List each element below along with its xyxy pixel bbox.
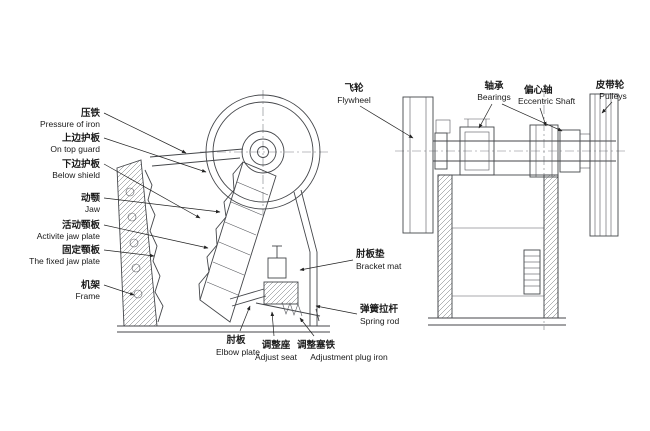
label-movable-jaw-plate-en: Activite jaw plate [37, 231, 101, 241]
left-view [116, 90, 330, 333]
label-below-shield: 下边护板 Below shield [52, 158, 100, 180]
label-top-guard: 上边护板 On top guard [50, 132, 100, 154]
label-elbow-plate-zh: 肘板 [226, 334, 246, 346]
label-elbow-plate: 肘板 Elbow plate [216, 334, 260, 357]
right-view [395, 88, 628, 330]
label-bearings-en: Bearings [477, 92, 511, 102]
bolt-ladder [523, 249, 541, 295]
label-adjustment-plug-iron-zh: 调整塞铁 [297, 339, 336, 351]
label-bracket-mat-en: Bracket mat [356, 261, 402, 271]
spring-rod-part [255, 301, 321, 322]
fixed-jaw-plate-part [144, 169, 164, 323]
housing [428, 174, 566, 326]
label-adjust-seat-zh: 调整座 [262, 339, 291, 351]
leader-below-shield [103, 163, 201, 219]
leader-flywheel [359, 105, 414, 139]
main-shaft [433, 119, 616, 170]
label-eccentric-shaft: 偏心轴 Eccentric Shaft [518, 84, 576, 106]
bearing-block-left [459, 118, 495, 176]
label-pressure-iron-en: Pressure of iron [40, 119, 100, 129]
label-pulleys-zh: 皮带轮 [595, 79, 625, 91]
bracket-mat-part [267, 257, 287, 279]
label-adjust-seat: 调整座 Adjust seat [255, 339, 298, 362]
label-bearings-zh: 轴承 [484, 80, 504, 92]
label-adjustment-plug-iron-en: Adjustment plug iron [310, 352, 388, 362]
leader-bearings-left [478, 103, 493, 129]
leader-top-guard [103, 137, 207, 173]
label-movable-jaw: 动颚 Jaw [81, 193, 101, 214]
movable-jaw-plate-teeth [198, 161, 244, 301]
label-bracket-mat: 肘板垫 Bracket mat [356, 248, 402, 271]
leader-adjustment-plug-iron [299, 317, 315, 337]
leader-bracket-mat [299, 259, 354, 272]
leader-frame [103, 284, 135, 296]
leader-spring-rod [315, 304, 358, 315]
label-flywheel-zh: 飞轮 [344, 82, 364, 94]
label-eccentric-shaft-en: Eccentric Shaft [518, 96, 576, 106]
label-frame: 机架 Frame [75, 279, 100, 301]
label-movable-jaw-en: Jaw [85, 204, 101, 214]
label-below-shield-en: Below shield [52, 170, 100, 180]
leader-bearings-right [501, 103, 563, 132]
label-adjustment-plug-iron: 调整塞铁 Adjustment plug iron [297, 339, 388, 362]
adjust-seat-part [263, 245, 299, 305]
label-fixed-jaw-plate: 固定颚板 The fixed jaw plate [29, 244, 100, 266]
label-frame-en: Frame [75, 291, 100, 301]
label-top-guard-zh: 上边护板 [62, 132, 101, 144]
label-flywheel: 飞轮 Flywheel [337, 82, 371, 105]
leader-adjust-seat [270, 311, 275, 337]
bolt-bracket [435, 119, 451, 134]
label-pulleys: 皮带轮 Pulleys [595, 79, 627, 101]
leader-eccentric-shaft [539, 107, 547, 127]
labels: 压铁 Pressure of iron 上边护板 On top guard 下边… [29, 79, 627, 362]
label-spring-rod-zh: 弹簧拉杆 [360, 303, 399, 315]
left-view-base [117, 325, 330, 333]
label-below-shield-zh: 下边护板 [62, 158, 101, 170]
flywheel-side [402, 96, 434, 234]
leader-movable-jaw-plate [103, 224, 209, 249]
label-bearings: 轴承 Bearings [477, 80, 511, 102]
elbow-plate-part [229, 288, 267, 307]
frame-wall [116, 159, 158, 327]
label-spring-rod-en: Spring rod [360, 316, 399, 326]
leader-movable-jaw [103, 197, 221, 214]
leader-elbow-plate [239, 305, 251, 332]
label-pressure-iron: 压铁 Pressure of iron [40, 107, 100, 129]
label-elbow-plate-en: Elbow plate [216, 347, 260, 357]
frame-right-wall [293, 189, 318, 326]
label-flywheel-en: Flywheel [337, 95, 371, 105]
label-adjust-seat-en: Adjust seat [255, 352, 298, 362]
leader-lines [103, 101, 613, 337]
leader-pressure-iron [103, 112, 187, 154]
label-eccentric-shaft-zh: 偏心轴 [524, 84, 553, 96]
top-guard-part [149, 148, 244, 167]
label-bracket-mat-zh: 肘板垫 [356, 248, 385, 260]
label-fixed-jaw-plate-zh: 固定颚板 [62, 244, 101, 256]
pulley-part [589, 93, 619, 237]
movable-jaw-part [198, 161, 277, 323]
label-movable-jaw-zh: 动颚 [81, 193, 101, 204]
label-pulleys-en: Pulleys [599, 91, 626, 101]
label-movable-jaw-plate-zh: 活动颚板 [62, 219, 101, 231]
leader-fixed-jaw-plate [103, 249, 155, 258]
label-fixed-jaw-plate-en: The fixed jaw plate [29, 256, 100, 266]
label-movable-jaw-plate: 活动颚板 Activite jaw plate [37, 219, 101, 241]
label-frame-zh: 机架 [81, 279, 101, 291]
label-top-guard-en: On top guard [50, 144, 100, 154]
leader-pulleys [601, 101, 613, 114]
label-spring-rod: 弹簧拉杆 Spring rod [360, 303, 399, 326]
label-pressure-iron-zh: 压铁 [81, 107, 101, 119]
